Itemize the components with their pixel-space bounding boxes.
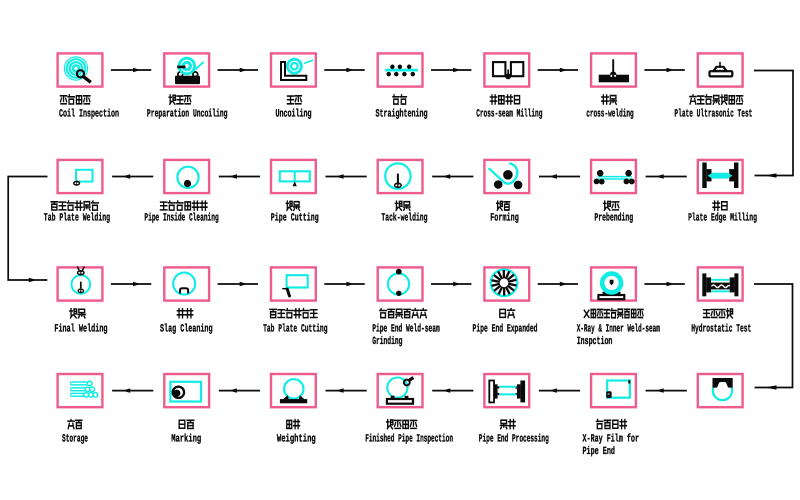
svg-text:Cross-seam Milling: Cross-seam Milling <box>476 109 542 121</box>
svg-text:Uncoiling: Uncoiling <box>276 109 312 121</box>
svg-text:Finished Pipe Inspection: Finished Pipe Inspection <box>365 433 453 445</box>
svg-text:Pipe End: Pipe End <box>583 446 616 458</box>
svg-text:Coil Inspection: Coil Inspection <box>59 109 119 121</box>
svg-text:Pipe Cutting: Pipe Cutting <box>271 212 319 224</box>
svg-text:Plate Edge Milling: Plate Edge Milling <box>688 212 757 224</box>
svg-text:Pipe End Weld-seam: Pipe End Weld-seam <box>372 323 440 335</box>
svg-text:Hydrostatic Test: Hydrostatic Test <box>691 323 751 335</box>
svg-text:Pipe Inside Cleaning: Pipe Inside Cleaning <box>144 212 218 224</box>
svg-text:Grinding: Grinding <box>372 336 402 348</box>
svg-text:X-Ray & Inner Weld-seam: X-Ray & Inner Weld-seam <box>577 323 660 335</box>
svg-text:Preparation Uncoiling: Preparation Uncoiling <box>147 109 228 121</box>
svg-text:Forming: Forming <box>490 212 519 224</box>
svg-text:Straightening: Straightening <box>376 109 428 121</box>
svg-text:Inspction: Inspction <box>577 336 613 348</box>
svg-text:Plate Ultrasonic Test: Plate Ultrasonic Test <box>674 109 752 121</box>
svg-text:X-Ray Film for: X-Ray Film for <box>583 432 640 445</box>
svg-text:Final Welding: Final Welding <box>54 323 107 335</box>
svg-text:Pipe End Processing: Pipe End Processing <box>479 433 549 445</box>
svg-text:Tack-welding: Tack-welding <box>381 212 427 224</box>
svg-text:Weighting: Weighting <box>277 433 316 445</box>
svg-text:cross-welding: cross-welding <box>586 109 634 121</box>
svg-text:Pipe End Expanded: Pipe End Expanded <box>473 323 538 335</box>
svg-text:Prebending: Prebending <box>594 212 633 224</box>
svg-text:Tab Plate Welding: Tab Plate Welding <box>44 212 110 224</box>
svg-text:Marking: Marking <box>171 433 201 445</box>
svg-text:Slag Cleaning: Slag Cleaning <box>160 323 213 335</box>
svg-text:Storage: Storage <box>62 433 88 445</box>
svg-text:Tab Plate Cutting: Tab Plate Cutting <box>263 323 327 335</box>
